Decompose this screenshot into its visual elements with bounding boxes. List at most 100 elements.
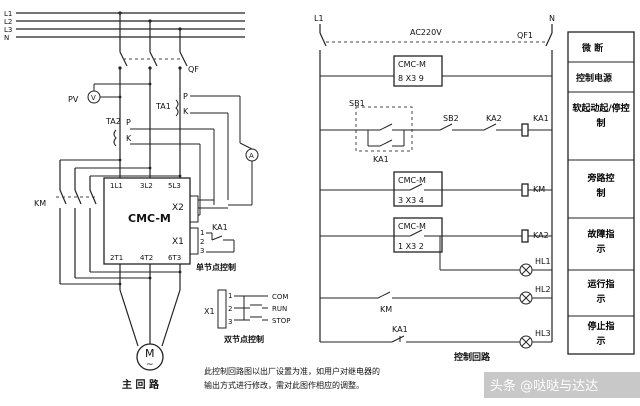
table-cell-4: 旁路控制 (587, 174, 615, 199)
cmc2-pins: 3 X3 4 (398, 196, 424, 205)
qf1-label: QF1 (517, 31, 533, 40)
table-cell-6: 运行指示 (587, 280, 615, 305)
ta2-p-label: P (126, 118, 131, 127)
qf1-left-switch (319, 32, 327, 47)
main-circuit: L1 L2 L3 N QF PV V TA1 P K (4, 10, 290, 391)
sb2-contact-icon (439, 123, 453, 131)
table-cell-7: 停止指示 (587, 322, 615, 347)
terminal-3l2: 3L2 (140, 182, 153, 190)
x1-pin-2: 2 (200, 238, 204, 246)
x1-label: X1 (172, 237, 184, 247)
terminal-5l3: 5L3 (168, 182, 181, 190)
side-table: 微 断 控制电源 软起动起/停控制 旁路控制 故障指示 运行指示 停止指示 (567, 31, 635, 355)
hl3-label: HL3 (535, 329, 551, 338)
x1-pin-3: 3 (200, 247, 204, 255)
bus-label-l2: L2 (4, 18, 12, 26)
com-label: COM (272, 293, 288, 301)
sb2-label: SB2 (443, 114, 459, 123)
qf1-right-switch (545, 32, 553, 47)
ka1-contact-icon (211, 235, 223, 241)
ka2-coil-icon (521, 229, 529, 243)
supply-label: AC220V (410, 28, 442, 37)
ta2-coil-icon (113, 129, 117, 147)
ka2-coil-label: KA2 (533, 231, 549, 240)
table-cell-5: 故障指示 (587, 230, 615, 255)
cmc3-pins: 1 X3 2 (398, 242, 424, 251)
cmc2-label: CMC-M (398, 176, 426, 185)
km-coil-icon (521, 183, 529, 197)
side-table-frame (567, 31, 635, 355)
x2-label: X2 (172, 203, 184, 213)
pv-label: PV (68, 95, 79, 104)
km-contact-icon (377, 291, 391, 299)
double-pin-1: 1 (228, 292, 232, 300)
double-node-terminal-strip (217, 289, 227, 329)
control-circuit-title: 控制回路 (454, 351, 491, 363)
cmc-relay-2 (393, 171, 443, 207)
watermark-backdrop (484, 372, 640, 398)
ka1-nc-contact-icon (391, 335, 405, 343)
km-label: KM (34, 199, 46, 208)
double-node-label: 双节点控制 (224, 334, 264, 344)
ta1-label: TA1 (155, 102, 171, 111)
ka1-coil-label: KA1 (533, 114, 549, 123)
sb1-dashed-box (355, 106, 413, 152)
motor-icon (136, 343, 164, 371)
km-contact-2 (74, 189, 82, 205)
svg-text:V: V (91, 94, 96, 102)
cmc-relay-3 (393, 217, 443, 253)
terminal-6t3: 6T3 (168, 254, 181, 262)
qf-label: QF (188, 65, 199, 74)
double-x1-label: X1 (204, 307, 215, 316)
terminal-2t1: 2T1 (110, 254, 123, 262)
terminal-4t2: 4T2 (140, 254, 153, 262)
ka2-contact-icon (483, 123, 497, 131)
soft-starter-box (103, 177, 191, 265)
terminal-1l1: 1L1 (110, 182, 123, 190)
main-circuit-title: 主 回 路 (122, 378, 160, 391)
ta1-coil-icon (175, 99, 179, 117)
ka1-coil-icon (521, 123, 529, 137)
double-pin-3: 3 (228, 318, 232, 326)
watermark: 头条 @哒哒与达达 (490, 378, 598, 394)
ka1-contact-label: KA1 (373, 155, 389, 164)
ta2-k-label: K (126, 134, 132, 143)
x1-terminal-strip (189, 227, 199, 255)
ta1-p-label: P (183, 92, 188, 101)
bus-label-n: N (4, 34, 9, 42)
bus-label-l1: L1 (4, 10, 12, 18)
note-line-2: 输出方式进行修改，需对此图作相应的调整。 (204, 380, 364, 390)
bus-label-l3: L3 (4, 26, 12, 34)
km-contact-label: KM (380, 305, 392, 314)
ka1-single-label: KA1 (212, 223, 228, 232)
cmc-relay-1 (393, 55, 443, 87)
ka2-contact-label: KA2 (486, 114, 502, 123)
stop-label: STOP (272, 317, 290, 325)
run-label: RUN (272, 305, 287, 313)
note-line-1: 此控制回路图以出厂设置为准，如用户对继电器的 (204, 366, 380, 376)
double-pin-2: 2 (228, 305, 232, 313)
ta1-k-label: K (183, 107, 189, 116)
ta2-label: TA2 (105, 117, 121, 126)
control-n-label: N (549, 14, 555, 23)
qf-switch-3 (179, 51, 188, 67)
control-circuit: L1 N AC220V QF1 CMC-M 8 X3 9 SB1 SB2 KA2… (314, 14, 555, 363)
sb1-label: SB1 (349, 99, 365, 108)
control-l1-label: L1 (314, 14, 324, 23)
motor-symbol: M (145, 347, 155, 360)
sb1-contact-icon (379, 123, 393, 131)
x2-terminal-strip (189, 195, 199, 223)
single-node-label: 单节点控制 (196, 262, 236, 272)
cmc1-label: CMC-M (398, 60, 426, 69)
motor-phase-symbol: ~ (146, 360, 154, 370)
hl2-label: HL2 (535, 285, 551, 294)
ammeter-label: A (249, 152, 254, 160)
km-coil-label: KM (533, 185, 545, 194)
hl1-label: HL1 (535, 257, 551, 266)
ka1-self-hold-icon (379, 139, 393, 147)
ka1-contact2-label: KA1 (392, 325, 408, 334)
table-cell-3: 软起动起/停控制 (572, 104, 630, 129)
cmc3-label: CMC-M (398, 222, 426, 231)
x1-pin-1: 1 (200, 229, 204, 237)
